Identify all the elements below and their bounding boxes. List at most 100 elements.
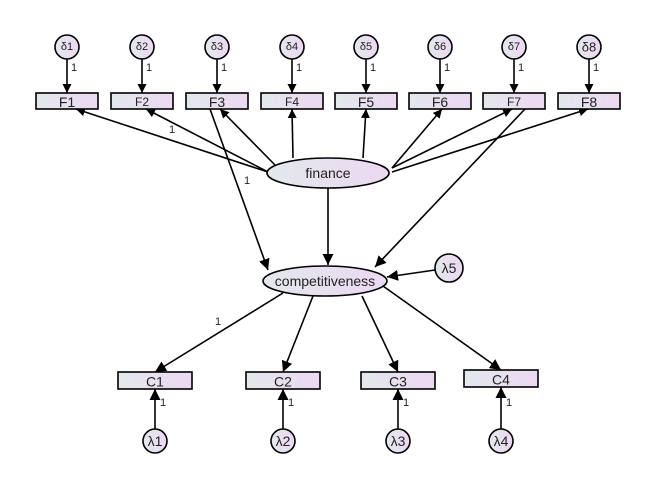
error-term-C1[interactable]: λ1	[142, 428, 168, 454]
latent-finance[interactable]: finance	[266, 157, 390, 189]
error-term-C3[interactable]: λ3	[385, 428, 411, 454]
error-term-C4[interactable]: λ4	[488, 428, 514, 454]
disturbance-to-competitiveness-arrow	[386, 269, 436, 281]
indicator-C2[interactable]: C2	[245, 371, 321, 390]
finance-to-F5-arrow	[360, 108, 370, 159]
finance-to-F4-arrow	[287, 108, 297, 159]
error-circle	[142, 428, 168, 454]
error-weight-label: 1	[288, 397, 294, 409]
indicator-box	[245, 371, 321, 390]
error-label: δ4	[286, 41, 298, 53]
error-term-F7[interactable]: δ7	[501, 34, 527, 60]
error-label: δ2	[136, 41, 148, 53]
competitiveness-to-C2-arrow	[281, 295, 314, 373]
error-term-F4[interactable]: δ4	[279, 34, 305, 60]
error-weight-label: 1	[146, 62, 152, 74]
error-weight-label: 1	[370, 62, 376, 74]
F7-to-competitiveness-arrow	[374, 108, 526, 268]
error-weight-label: 1	[593, 62, 599, 74]
indicator-label: F2	[135, 95, 149, 109]
edges-layer	[62, 59, 594, 429]
finance-to-F1-arrow	[75, 107, 269, 173]
indicator-label: C1	[146, 374, 164, 390]
latent-label: finance	[305, 165, 350, 181]
competitiveness-to-C1-arrow	[154, 292, 284, 373]
indicator-label: F5	[358, 94, 375, 110]
indicator-F5[interactable]: F5	[334, 92, 398, 110]
indicator-label: C3	[389, 374, 407, 390]
error-term-F6[interactable]: δ6	[427, 34, 453, 60]
error-circle	[434, 253, 464, 283]
error-circle	[385, 428, 411, 454]
indicator-label: F1	[59, 94, 76, 110]
error-weight-label: 1	[506, 397, 512, 409]
indicator-F8[interactable]: F8	[557, 92, 621, 110]
error-circle	[270, 428, 296, 454]
indicator-box	[482, 92, 546, 110]
indicator-box	[185, 92, 249, 110]
indicator-box	[334, 92, 398, 110]
indicator-box	[360, 371, 436, 390]
error-weight-label: 1	[160, 397, 166, 409]
error-term-C2[interactable]: λ2	[270, 428, 296, 454]
competitiveness-to-C4-arrow	[382, 285, 502, 371]
indicator-F7[interactable]: F7	[482, 92, 546, 110]
indicator-box	[110, 92, 174, 110]
error-label: λ1	[148, 433, 163, 449]
indicator-F6[interactable]: F6	[408, 92, 472, 110]
error-circle	[353, 34, 379, 60]
error-term-F3[interactable]: δ3	[204, 34, 230, 60]
labels-layer: 1 1 1 1 1 1 1 1 1 1 1 1 1 1 1	[71, 62, 599, 409]
finance-to-F8-arrow	[391, 107, 589, 173]
error-circle	[129, 34, 155, 60]
indicator-box	[117, 371, 193, 390]
error-label: λ2	[276, 433, 291, 449]
error-label: δ5	[360, 41, 372, 53]
error-weight-label: 1	[403, 397, 409, 409]
error-weight-label: 1	[221, 62, 227, 74]
competitiveness-to-C3-arrow	[361, 295, 399, 373]
latent-competitiveness[interactable]: competitiveness	[262, 265, 388, 297]
error-label: δ1	[61, 41, 73, 53]
path-weight-label: 1	[244, 175, 250, 187]
indicator-F2[interactable]: F2	[110, 92, 174, 110]
error-label: δ7	[508, 41, 520, 53]
error-weight-label: 1	[444, 62, 450, 74]
indicator-F4[interactable]: F4	[260, 92, 324, 110]
indicator-label: F3	[209, 94, 226, 110]
indicator-label: F8	[581, 94, 598, 110]
indicator-label: F6	[432, 94, 449, 110]
error-weight-label: 1	[296, 62, 302, 74]
indicator-F1[interactable]: F1	[35, 92, 99, 110]
error-label: δ8	[582, 40, 596, 55]
error-circle	[279, 34, 305, 60]
error-circle	[501, 34, 527, 60]
latent-label: competitiveness	[275, 273, 375, 289]
indicator-C4[interactable]: C4	[463, 369, 539, 388]
indicator-box	[557, 92, 621, 110]
error-label: λ4	[494, 433, 509, 449]
loading-label: 1	[215, 316, 221, 328]
error-term-F2[interactable]: δ2	[129, 34, 155, 60]
error-weight-label: 1	[518, 62, 524, 74]
latent-ellipse	[262, 265, 388, 297]
error-term-F1[interactable]: δ1	[54, 34, 80, 60]
indicator-C1[interactable]: C1	[117, 371, 193, 390]
indicator-C3[interactable]: C3	[360, 371, 436, 390]
indicator-box	[260, 92, 324, 110]
indicator-label: F4	[285, 95, 299, 109]
indicator-box	[35, 92, 99, 110]
error-term-F5[interactable]: δ5	[353, 34, 379, 60]
error-circle	[54, 34, 80, 60]
error-circle	[427, 34, 453, 60]
error-term-F8[interactable]: δ8	[576, 34, 602, 60]
disturbance-term[interactable]: λ5	[434, 253, 464, 283]
error-weight-label: 1	[71, 62, 77, 74]
error-label: δ3	[211, 41, 223, 53]
indicator-box	[408, 92, 472, 110]
indicator-F3[interactable]: F3	[185, 92, 249, 110]
loading-label: 1	[169, 124, 175, 136]
error-circle	[488, 428, 514, 454]
